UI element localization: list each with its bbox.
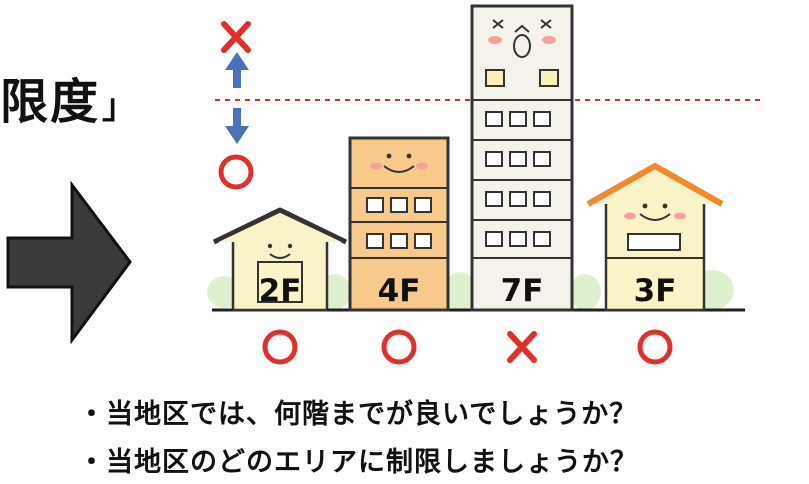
up-arrow-icon <box>225 52 249 88</box>
floor-label-3f: 3F <box>634 273 677 309</box>
question-area-limit: ・当地区のどのエリアに制限しましょうか？ <box>78 447 638 478</box>
verdict-7f-cross-icon <box>507 331 537 363</box>
heading-bracket: 」 <box>102 87 139 127</box>
floor-label-7f: 7F <box>501 273 544 309</box>
cross-icon <box>221 21 251 53</box>
heading-fragment: 限度」 <box>0 62 138 132</box>
circle-icon <box>218 154 254 190</box>
building-2f: 2F <box>212 207 348 312</box>
verdict-4f-circle-icon <box>381 329 417 365</box>
building-4f: 4F <box>348 136 450 312</box>
floor-label-4f: 4F <box>378 273 421 309</box>
question-floor-limit: ・当地区では、何階までが良いでしょうか？ <box>78 399 638 430</box>
big-right-arrow-icon <box>6 180 132 345</box>
verdict-2f-circle-icon <box>262 329 298 365</box>
floor-label-2f: 2F <box>259 273 302 309</box>
down-arrow-icon <box>225 108 249 144</box>
verdict-3f-circle-icon <box>637 329 673 365</box>
building-7f: 7F <box>470 4 574 312</box>
heading-text: 限度 <box>0 74 101 130</box>
building-3f: 3F <box>586 163 724 312</box>
